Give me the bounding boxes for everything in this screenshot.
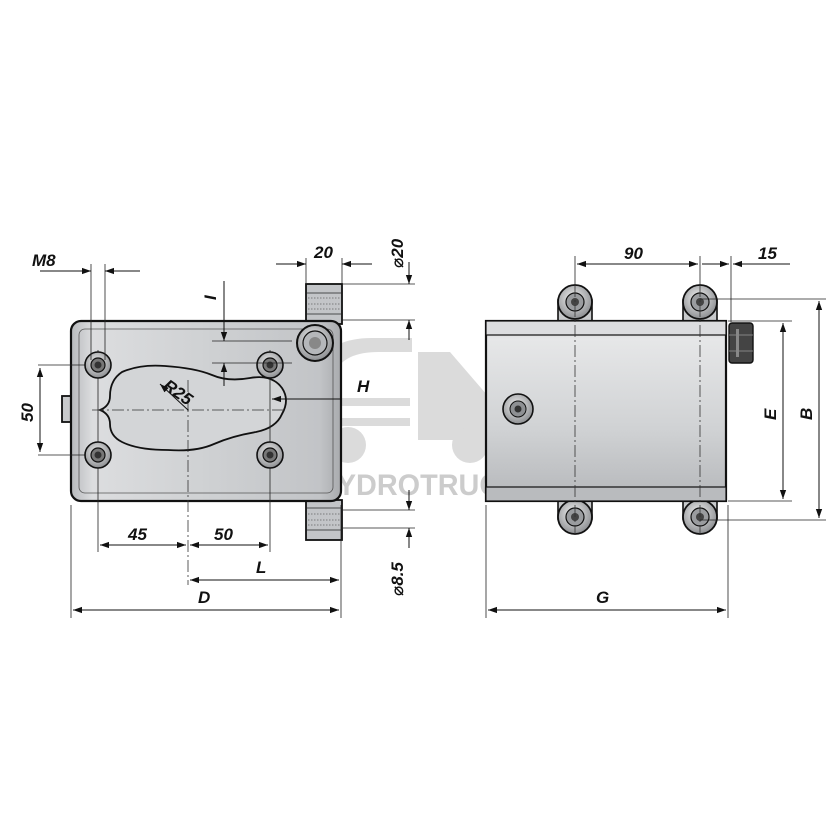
dim-H: H <box>357 377 370 396</box>
thread-label: M8 <box>32 251 56 270</box>
bracket-width: 20 <box>313 243 333 262</box>
tank-bottom-band <box>485 486 727 502</box>
front-view: R25 M8 50 45 50 L D H I <box>18 238 415 618</box>
mounting-hole <box>84 351 112 379</box>
mounting-hole <box>256 441 284 469</box>
mounting-holes <box>84 351 284 469</box>
dim-I: I <box>201 294 220 300</box>
dim-G: G <box>596 588 609 607</box>
lug-offset: 15 <box>758 244 777 263</box>
tank-top-band <box>485 320 727 336</box>
dim-B: B <box>797 408 816 420</box>
dim-D: D <box>198 588 210 607</box>
drain-plug <box>296 324 334 362</box>
truck-logo-icon <box>320 338 505 463</box>
mounting-hole <box>256 351 284 379</box>
side-view: 90 15 E B G <box>484 244 826 618</box>
mounting-hole <box>84 441 112 469</box>
bracket-top <box>305 283 343 325</box>
hole-dia-bottom: ⌀8.5 <box>388 562 407 596</box>
hole-dia-top: ⌀20 <box>388 238 407 268</box>
bracket-bottom <box>305 499 343 541</box>
dim-L: L <box>256 558 266 577</box>
hole-spacing-vertical: 50 <box>18 403 37 422</box>
lug-spacing: 90 <box>624 244 643 263</box>
hole-spacing-h2: 50 <box>214 525 233 544</box>
hex-nut-icon <box>728 322 754 364</box>
dim-E: E <box>761 408 780 420</box>
housing-inner <box>78 328 334 494</box>
filler-screw <box>502 393 534 425</box>
port-outline <box>97 364 287 452</box>
hole-spacing-h1: 45 <box>127 525 147 544</box>
